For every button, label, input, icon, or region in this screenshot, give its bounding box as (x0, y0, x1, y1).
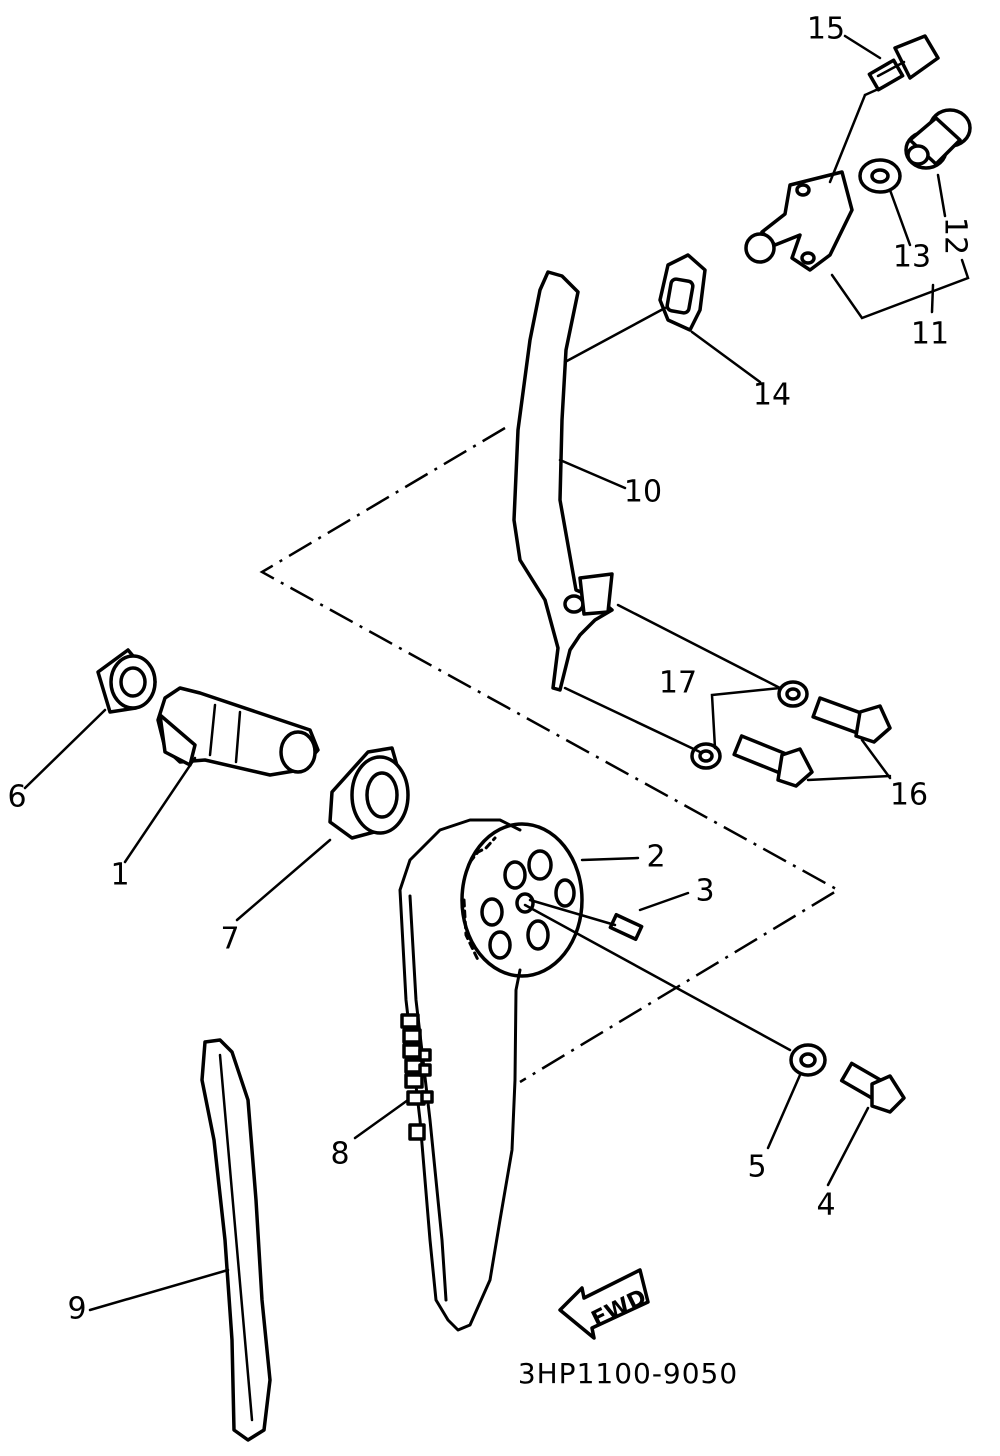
part-8-chain (398, 818, 522, 1332)
part-17-washers (690, 680, 809, 770)
part-9-chain-guide (200, 1038, 272, 1442)
part-10-tensioner-guide (512, 270, 614, 692)
part-14-gasket (658, 253, 707, 332)
part-13-washer (858, 158, 902, 194)
label-part-16: 16 (890, 778, 928, 813)
part-3-pin (608, 912, 644, 942)
label-part-7: 7 (220, 922, 239, 957)
part-16-bolts (732, 696, 892, 788)
part-12-cap-bolt (904, 108, 972, 170)
label-part-6: 6 (7, 780, 26, 815)
part-11-tensioner (744, 170, 854, 272)
part-2-sprocket (460, 822, 584, 978)
label-part-8: 8 (330, 1137, 349, 1172)
label-part-10: 10 (624, 475, 662, 510)
label-part-15: 15 (807, 12, 845, 47)
part-1-camshaft (156, 686, 320, 777)
label-part-2: 2 (646, 840, 665, 875)
label-part-11: 11 (911, 317, 949, 352)
part-5-washer (789, 1043, 827, 1077)
label-part-1: 1 (110, 858, 129, 893)
label-part-5: 5 (747, 1150, 766, 1185)
diagram-code: 3HP1100-9050 (518, 1357, 738, 1390)
label-part-9: 9 (67, 1292, 86, 1327)
leader-lines (23, 34, 970, 1312)
part-15-bolt (867, 34, 940, 92)
label-part-4: 4 (816, 1188, 835, 1223)
label-part-13: 13 (893, 240, 931, 275)
label-part-17: 17 (659, 666, 697, 701)
part-7-bearing (328, 746, 410, 840)
part-4-bolt (839, 1061, 906, 1114)
fwd-direction-arrow: FWD (558, 1268, 650, 1340)
part-6-bearing (96, 648, 157, 714)
label-part-3: 3 (695, 874, 714, 909)
assembly-guide-line (259, 426, 841, 1084)
label-part-12: 12 (938, 217, 973, 255)
label-part-14: 14 (753, 378, 791, 413)
